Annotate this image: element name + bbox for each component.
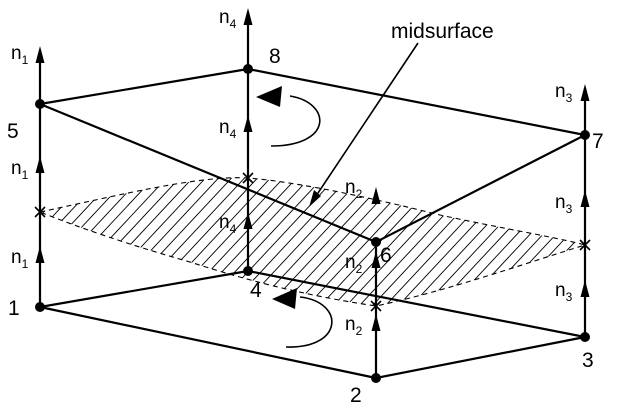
arrowhead-icon bbox=[35, 156, 45, 173]
node-label-4: 4 bbox=[250, 279, 262, 302]
node-7 bbox=[580, 130, 590, 140]
arrowhead-icon bbox=[243, 8, 253, 25]
hatch-line bbox=[606, 170, 621, 320]
normal-label: n3 bbox=[555, 81, 573, 105]
edge-1-4 bbox=[38, 269, 250, 309]
hatch-line bbox=[40, 177, 149, 306]
edge-4-3 bbox=[246, 269, 587, 339]
hatch-line bbox=[593, 170, 621, 320]
edge-2-3 bbox=[374, 335, 587, 380]
hatch-line bbox=[566, 177, 585, 306]
node-label-6: 6 bbox=[380, 244, 392, 267]
arrowhead-icon bbox=[371, 251, 381, 268]
node-2 bbox=[371, 373, 381, 383]
cross-mark-icon bbox=[34, 206, 46, 218]
normal-vectors bbox=[35, 8, 590, 331]
hatch-line bbox=[579, 177, 585, 306]
arrowhead-icon bbox=[35, 46, 45, 63]
arrowhead-icon bbox=[371, 314, 381, 331]
cross-mark-icon bbox=[242, 172, 254, 184]
normal-label: n2 bbox=[345, 314, 363, 338]
hatch-line bbox=[98, 177, 240, 306]
rotation-arrow-icon bbox=[256, 86, 321, 147]
arrowhead-icon bbox=[580, 190, 590, 207]
normal-label: n1 bbox=[11, 247, 29, 271]
arrowhead-icon bbox=[243, 115, 253, 132]
edge-6-7 bbox=[374, 133, 587, 244]
edge-1-2 bbox=[38, 305, 378, 380]
hatch-line bbox=[462, 177, 585, 306]
hatch-line bbox=[40, 177, 175, 306]
arrowhead-icon bbox=[580, 84, 590, 101]
hatch-line bbox=[410, 177, 552, 306]
normal-label: n4 bbox=[219, 117, 237, 141]
hatch-line bbox=[46, 177, 188, 306]
normal-label: n4 bbox=[219, 7, 237, 31]
hatch-line bbox=[85, 177, 227, 306]
midsurface-cross-marks bbox=[34, 172, 591, 312]
node-label-2: 2 bbox=[350, 384, 362, 407]
hatch-line bbox=[202, 177, 344, 306]
normal-label: n4 bbox=[219, 212, 237, 236]
hatch-line bbox=[0, 170, 5, 320]
edge-5-6 bbox=[38, 102, 378, 244]
node-3 bbox=[580, 332, 590, 342]
midsurface-leader bbox=[309, 42, 419, 207]
edge-5-8 bbox=[38, 67, 250, 106]
normal-label: n1 bbox=[11, 158, 29, 182]
hatch-line bbox=[150, 177, 292, 306]
arrowhead-icon bbox=[371, 187, 381, 204]
node-1 bbox=[35, 302, 45, 312]
node-label-8: 8 bbox=[269, 45, 281, 68]
cross-mark-icon bbox=[579, 239, 591, 251]
hatch-line bbox=[540, 177, 585, 306]
hatch-line bbox=[384, 177, 526, 306]
node-8 bbox=[243, 64, 253, 74]
normal-label: n1 bbox=[11, 43, 29, 67]
cross-mark-icon bbox=[370, 300, 382, 312]
normal-label: n2 bbox=[345, 252, 363, 276]
arrowhead-icon bbox=[35, 246, 45, 263]
normal-label: n3 bbox=[555, 192, 573, 216]
node-label-3: 3 bbox=[582, 349, 594, 372]
hatch-line bbox=[423, 177, 565, 306]
hatch-line bbox=[345, 177, 487, 306]
normal-labels: n1 n1 n1 n4 n4 n4 n2 n2 n2 n3 n3 n3 bbox=[11, 7, 573, 338]
node-label-1: 1 bbox=[8, 297, 20, 320]
hatch-line bbox=[527, 177, 585, 306]
hatch-line bbox=[40, 177, 136, 306]
hatch-line bbox=[397, 177, 539, 306]
arrowhead-icon bbox=[243, 212, 253, 229]
hatch-line bbox=[40, 177, 45, 306]
normal-label: n3 bbox=[555, 280, 573, 304]
nodes bbox=[35, 64, 590, 383]
hatch-line bbox=[475, 177, 585, 306]
edge-8-7 bbox=[246, 67, 587, 137]
hatch-line bbox=[124, 177, 266, 306]
element-edges bbox=[38, 67, 587, 380]
node-labels: 1 2 3 4 5 6 7 8 bbox=[7, 45, 604, 407]
normal-label: n2 bbox=[345, 177, 363, 201]
midsurface-label: midsurface bbox=[391, 20, 494, 43]
node-label-5: 5 bbox=[7, 120, 19, 143]
node-6 bbox=[371, 237, 381, 247]
rotation-arrow-icon bbox=[272, 288, 333, 348]
node-5 bbox=[35, 99, 45, 109]
node-4 bbox=[243, 266, 253, 276]
arrowhead-icon bbox=[580, 280, 590, 297]
node-label-7: 7 bbox=[592, 130, 604, 153]
hatch-line bbox=[371, 177, 513, 306]
